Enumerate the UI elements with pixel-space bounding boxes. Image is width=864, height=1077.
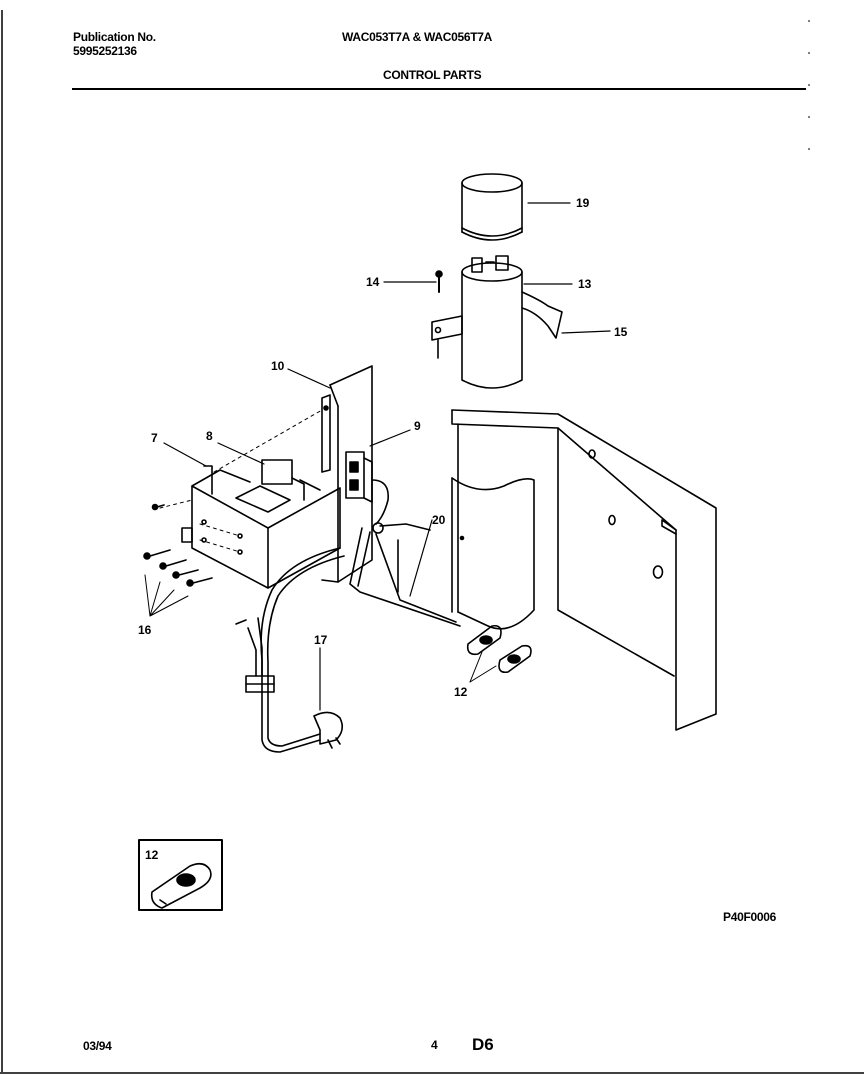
capacitor-cover — [461, 173, 523, 241]
callout-16: 16 — [138, 623, 152, 637]
screw — [435, 270, 443, 293]
publication-number: 5995252136 — [73, 44, 137, 58]
drawing-code: P40F0006 — [723, 910, 776, 924]
callout-9: 9 — [414, 419, 421, 433]
leader-lines — [163, 202, 611, 711]
control-bracket — [321, 365, 373, 583]
control-switch — [345, 451, 373, 503]
page-code: D6 — [472, 1035, 494, 1054]
alignment-guides — [159, 409, 323, 553]
callout-8: 8 — [206, 429, 213, 443]
wire-harness — [349, 479, 461, 627]
detail-inset — [138, 839, 223, 911]
callout-15: 15 — [614, 325, 628, 339]
model-numbers: WAC053T7A & WAC056T7A — [342, 30, 492, 44]
power-cord — [235, 547, 345, 753]
callout-12: 12 — [454, 685, 468, 699]
capacitor-strap — [431, 291, 563, 359]
thermistor-clip — [466, 624, 532, 683]
callout-7: 7 — [151, 431, 158, 445]
mounting-screws — [143, 503, 243, 617]
callout-13: 13 — [578, 277, 592, 291]
publication-label: Publication No. — [73, 30, 156, 44]
callout-14: 14 — [366, 275, 380, 289]
callout-20: 20 — [432, 513, 446, 527]
callout-17: 17 — [314, 633, 328, 647]
callout-12-inset: 12 — [145, 848, 159, 862]
callout-10: 10 — [271, 359, 285, 373]
section-title: CONTROL PARTS — [383, 68, 482, 82]
capacitor — [461, 255, 523, 389]
callout-19: 19 — [576, 196, 590, 210]
unit-partition — [451, 409, 717, 731]
page-number: 4 — [431, 1038, 438, 1052]
header-rule — [72, 88, 806, 90]
revision-date: 03/94 — [83, 1039, 112, 1053]
control-box — [191, 459, 341, 589]
